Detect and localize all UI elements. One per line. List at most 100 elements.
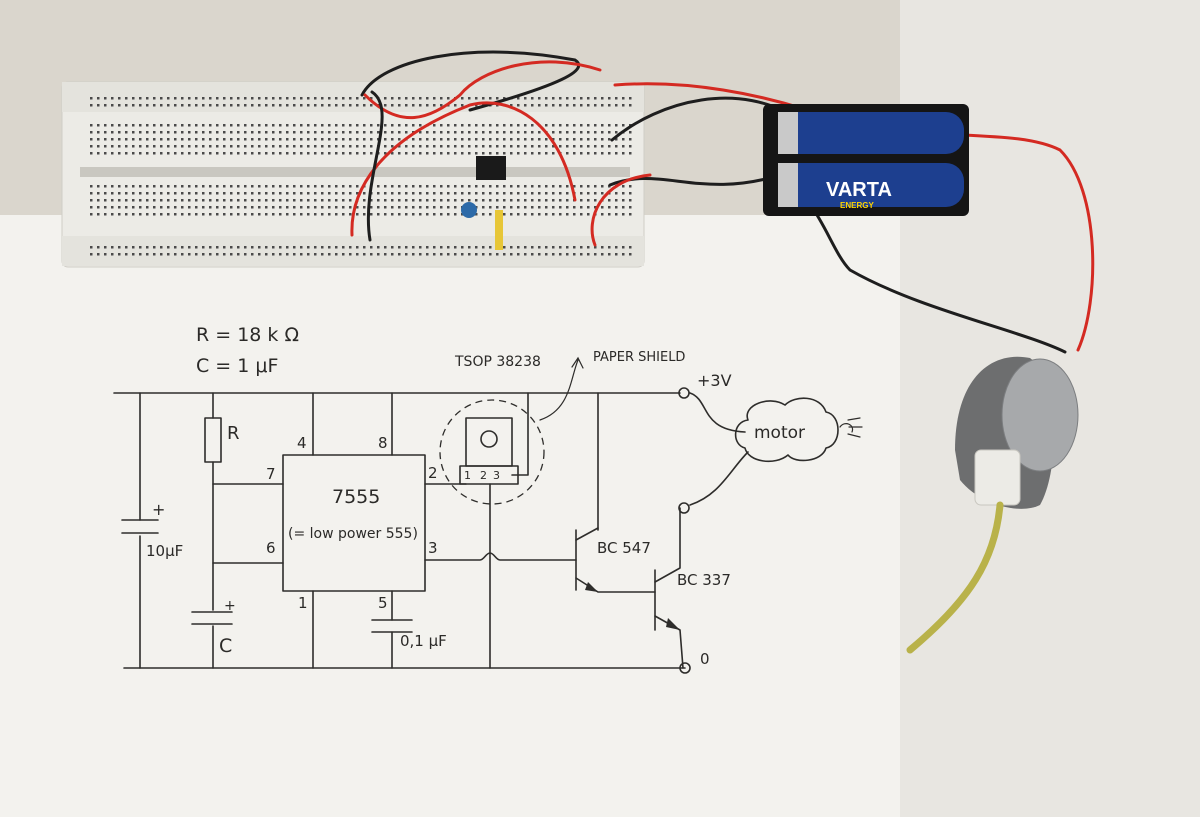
breadboard-hole (363, 97, 366, 100)
breadboard-hole (244, 124, 247, 127)
breadboard-hole (251, 97, 254, 100)
breadboard-hole (139, 124, 142, 127)
breadboard-hole (461, 152, 464, 155)
breadboard-hole (118, 145, 121, 148)
breadboard-hole (454, 152, 457, 155)
breadboard-hole (328, 199, 331, 202)
breadboard-hole (160, 131, 163, 134)
breadboard-hole (454, 138, 457, 141)
ic-7555-box (282, 454, 426, 592)
breadboard-hole (580, 213, 583, 216)
breadboard-hole (174, 138, 177, 141)
breadboard-hole (104, 145, 107, 148)
breadboard-hole (524, 97, 527, 100)
breadboard-hole (433, 145, 436, 148)
breadboard-hole (181, 199, 184, 202)
breadboard-hole (342, 192, 345, 195)
breadboard-hole (356, 131, 359, 134)
breadboard-hole (531, 206, 534, 209)
breadboard-hole (601, 253, 604, 256)
breadboard-hole (97, 152, 100, 155)
breadboard-hole (286, 253, 289, 256)
breadboard-hole (482, 246, 485, 249)
breadboard-hole (370, 104, 373, 107)
breadboard-hole (279, 145, 282, 148)
breadboard-hole (244, 185, 247, 188)
breadboard-hole (531, 199, 534, 202)
breadboard-hole (496, 145, 499, 148)
breadboard-hole (517, 213, 520, 216)
breadboard-hole (300, 253, 303, 256)
breadboard-hole (328, 138, 331, 141)
breadboard-hole (531, 185, 534, 188)
breadboard-hole (398, 199, 401, 202)
breadboard-hole (461, 124, 464, 127)
breadboard-hole (181, 152, 184, 155)
breadboard-hole (503, 97, 506, 100)
breadboard-hole (615, 192, 618, 195)
breadboard-hole (209, 199, 212, 202)
breadboard-hole (167, 213, 170, 216)
breadboard-hole (258, 192, 261, 195)
breadboard-hole (314, 131, 317, 134)
breadboard-hole (223, 97, 226, 100)
breadboard-hole (223, 253, 226, 256)
breadboard-hole (153, 124, 156, 127)
breadboard-hole (629, 104, 632, 107)
breadboard-hole (433, 97, 436, 100)
breadboard-hole (377, 199, 380, 202)
breadboard-hole (209, 253, 212, 256)
breadboard-hole (468, 124, 471, 127)
breadboard-hole (356, 246, 359, 249)
breadboard-hole (118, 138, 121, 141)
breadboard-hole (398, 152, 401, 155)
breadboard-hole (594, 97, 597, 100)
breadboard-hole (139, 206, 142, 209)
breadboard-hole (349, 152, 352, 155)
breadboard-hole (398, 131, 401, 134)
breadboard-hole (475, 185, 478, 188)
breadboard-hole (167, 131, 170, 134)
breadboard-hole (174, 152, 177, 155)
breadboard-hole (538, 104, 541, 107)
breadboard-hole (251, 138, 254, 141)
breadboard-hole (258, 253, 261, 256)
breadboard-hole (559, 131, 562, 134)
breadboard-hole (349, 199, 352, 202)
breadboard-hole (419, 253, 422, 256)
breadboard-hole (454, 124, 457, 127)
breadboard-hole (195, 152, 198, 155)
breadboard-hole (531, 131, 534, 134)
breadboard-hole (90, 97, 93, 100)
breadboard-hole (349, 206, 352, 209)
breadboard-hole (272, 192, 275, 195)
breadboard-hole (384, 145, 387, 148)
breadboard-hole (440, 206, 443, 209)
breadboard-hole (615, 138, 618, 141)
breadboard-hole (545, 253, 548, 256)
breadboard-hole (286, 124, 289, 127)
breadboard-hole (503, 246, 506, 249)
breadboard-hole (384, 246, 387, 249)
breadboard-hole (314, 104, 317, 107)
breadboard-hole (272, 138, 275, 141)
breadboard-hole (349, 138, 352, 141)
breadboard-hole (188, 192, 191, 195)
breadboard-hole (97, 253, 100, 256)
breadboard-hole (531, 145, 534, 148)
breadboard-hole (496, 131, 499, 134)
breadboard-hole (349, 145, 352, 148)
breadboard-hole (489, 97, 492, 100)
breadboard-hole (622, 104, 625, 107)
breadboard-hole (146, 199, 149, 202)
breadboard-hole (601, 104, 604, 107)
breadboard-hole (293, 131, 296, 134)
breadboard-hole (538, 145, 541, 148)
breadboard-hole (510, 145, 513, 148)
breadboard-hole (300, 199, 303, 202)
breadboard-hole (419, 145, 422, 148)
breadboard-hole (146, 213, 149, 216)
breadboard-hole (125, 124, 128, 127)
breadboard-hole (265, 124, 268, 127)
breadboard-hole (153, 138, 156, 141)
